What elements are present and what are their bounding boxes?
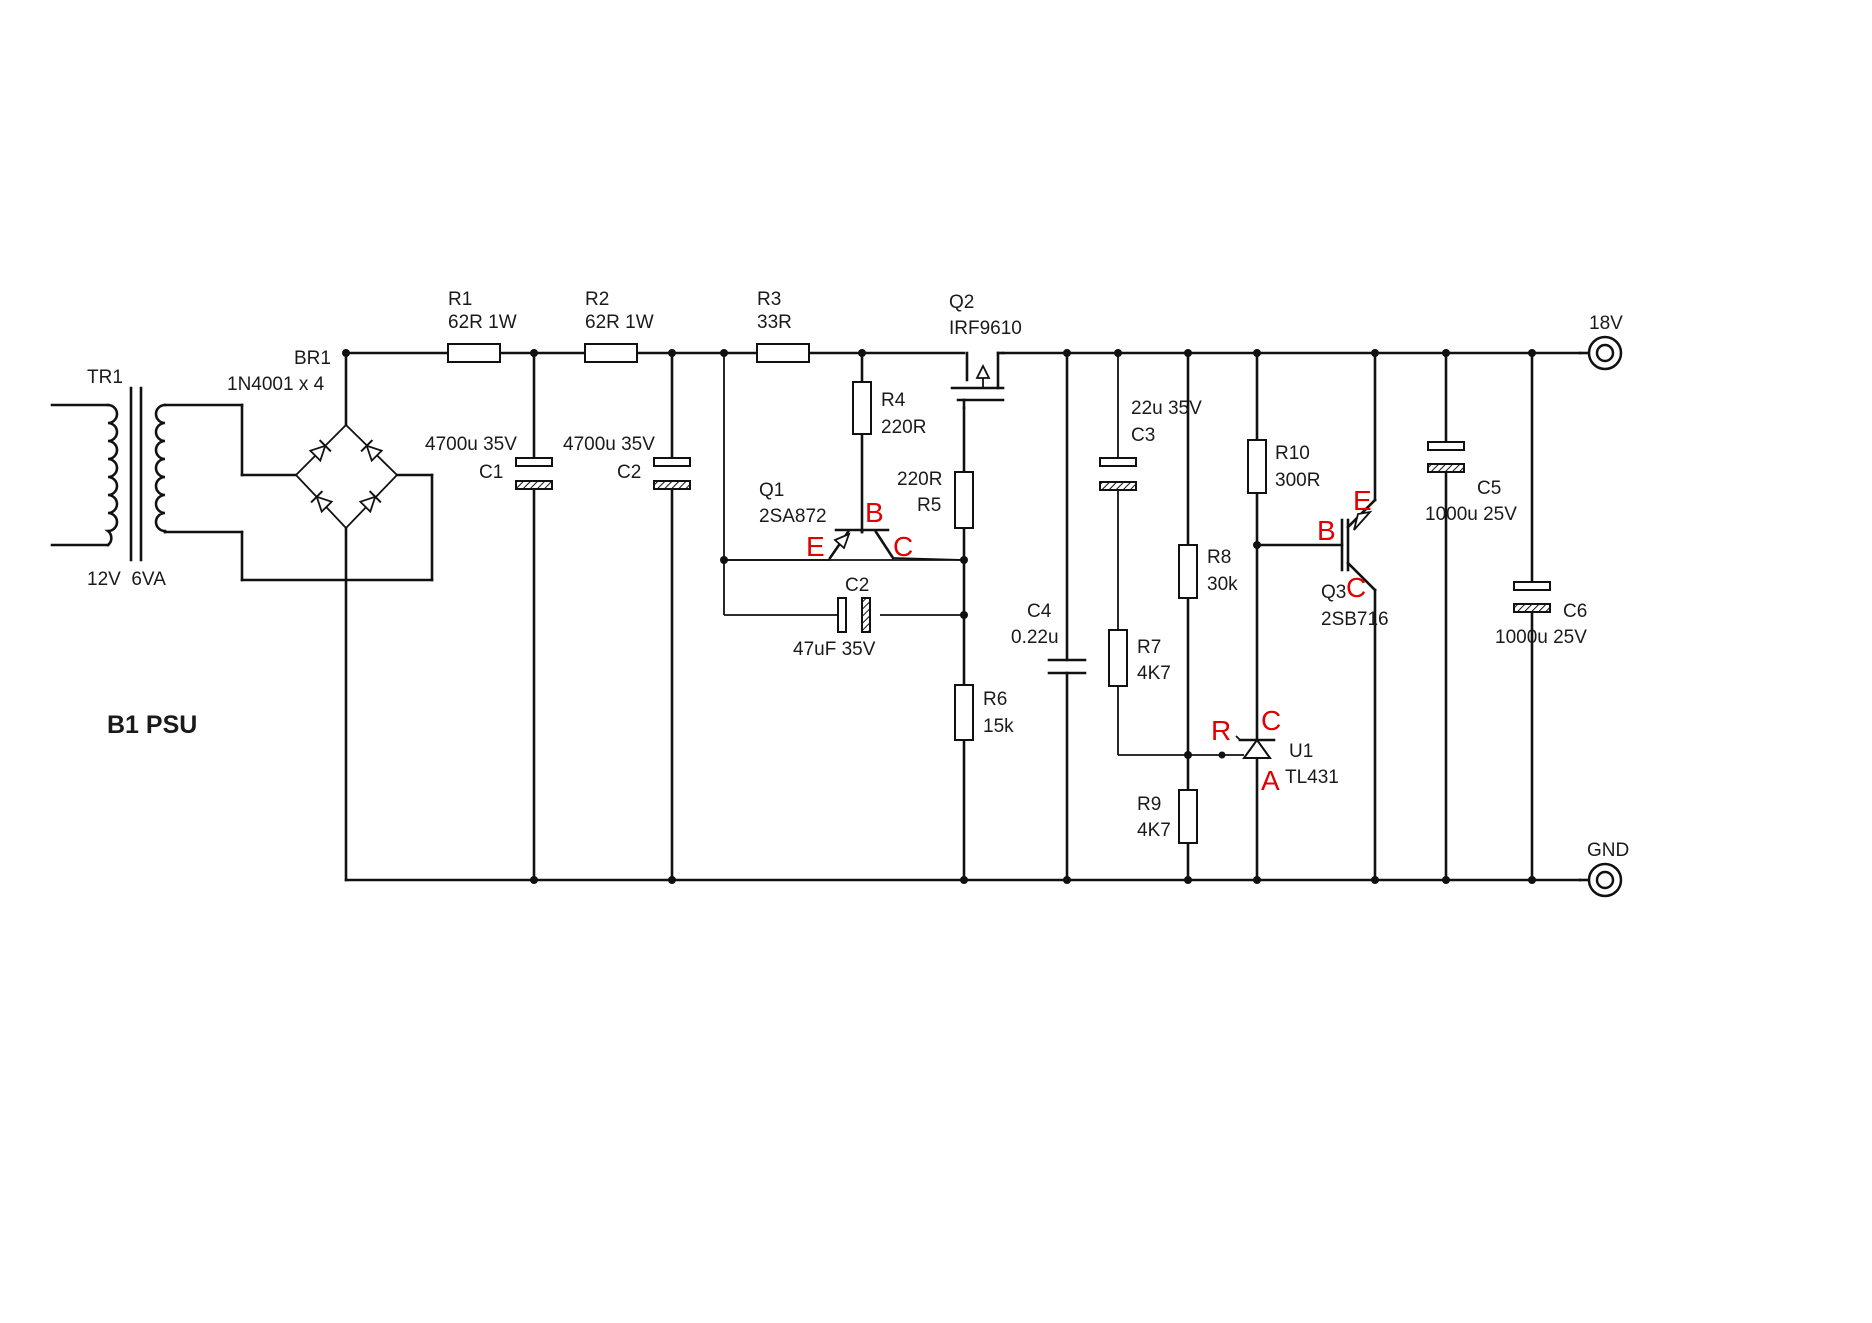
u1-pin-r: R (1211, 715, 1231, 746)
c1-ref: C1 (479, 462, 503, 483)
resistor-r8 (1178, 544, 1198, 599)
r4-value: 220R (881, 417, 926, 438)
capacitor-c1 (515, 457, 553, 490)
u1-pin-a: A (1261, 765, 1280, 796)
c1-value: 4700u 35V (425, 434, 517, 455)
resistor-r6 (954, 684, 974, 741)
r2-value: 62R 1W (585, 312, 654, 333)
resistor-r7 (1108, 629, 1128, 687)
tr1-ref: TR1 (87, 367, 123, 388)
c4-value: 0.22u (1011, 627, 1059, 648)
r9-value: 4K7 (1137, 820, 1171, 841)
tr1-value: 12V 6VA (87, 569, 166, 590)
capacitor-c2-47uf (837, 597, 871, 633)
junctions (342, 349, 1536, 884)
r1-value: 62R 1W (448, 312, 517, 333)
r6-value: 15k (983, 716, 1014, 737)
c6-ref: C6 (1563, 601, 1587, 622)
resistor-r9 (1178, 789, 1198, 844)
r8-ref: R8 (1207, 547, 1231, 568)
c2-value: 4700u 35V (563, 434, 655, 455)
terminal-gnd (1578, 862, 1623, 898)
q1-pin-b: B (865, 497, 884, 528)
resistor-r2 (584, 343, 638, 363)
br1-ref: BR1 (294, 348, 331, 369)
resistor-r5 (954, 471, 974, 529)
transistor-q2 (860, 351, 1005, 410)
c2-47uf-ref: C2 (845, 575, 869, 596)
r3-value: 33R (757, 312, 792, 333)
u1-value: TL431 (1285, 767, 1339, 788)
capacitor-c5 (1427, 441, 1465, 473)
q3-pin-c: C (1346, 572, 1366, 603)
transistor-q3 (1340, 498, 1377, 592)
r3-ref: R3 (757, 289, 781, 310)
br1-value: 1N4001 x 4 (227, 374, 325, 395)
wires (50, 351, 1582, 882)
r4-ref: R4 (881, 390, 906, 411)
capacitor-c2 (653, 457, 691, 490)
r10-ref: R10 (1275, 443, 1310, 464)
bridge-rectifier-br1 (294, 423, 399, 530)
q3-ref: Q3 (1321, 582, 1346, 603)
r8-value: 30k (1207, 574, 1238, 595)
terminal-gnd-label: GND (1587, 840, 1629, 861)
r7-ref: R7 (1137, 637, 1161, 658)
q2-value: IRF9610 (949, 318, 1022, 339)
c2-47uf-value: 47uF 35V (793, 639, 876, 660)
r1-ref: R1 (448, 289, 472, 310)
q1-ref: Q1 (759, 480, 784, 501)
terminal-18v-label: 18V (1589, 313, 1623, 334)
resistor-r1 (447, 343, 501, 363)
capacitor-c6 (1513, 581, 1551, 613)
u1-pin-c: C (1261, 705, 1281, 736)
c5-value: 1000u 25V (1425, 504, 1517, 525)
c5-ref: C5 (1477, 478, 1501, 499)
resistor-r4 (852, 381, 872, 435)
capacitor-c4 (1047, 658, 1087, 675)
r9-ref: R9 (1137, 794, 1161, 815)
resistor-r3 (756, 343, 810, 363)
r10-value: 300R (1275, 470, 1320, 491)
q3-value: 2SB716 (1321, 609, 1389, 630)
transformer-tr1 (104, 386, 167, 562)
shunt-regulator-u1 (1218, 735, 1276, 759)
c4-ref: C4 (1027, 601, 1052, 622)
c6-value: 1000u 25V (1495, 627, 1587, 648)
q1-pin-e: E (806, 531, 825, 562)
q3-pin-b: B (1317, 515, 1336, 546)
c3-value: 22u 35V (1131, 398, 1202, 419)
q1-value: 2SA872 (759, 506, 827, 527)
r2-ref: R2 (585, 289, 609, 310)
u1-ref: U1 (1289, 741, 1313, 762)
r6-ref: R6 (983, 689, 1007, 710)
resistor-r10 (1247, 439, 1267, 494)
schematic-title: B1 PSU (107, 711, 197, 739)
capacitor-c3 (1099, 457, 1137, 491)
r5-ref: R5 (917, 495, 941, 516)
q3-pin-e: E (1353, 485, 1372, 516)
q1-pin-c: C (893, 531, 913, 562)
transistor-q1 (724, 528, 965, 561)
r5-value: 220R (897, 469, 942, 490)
c2-ref: C2 (617, 462, 641, 483)
q2-ref: Q2 (949, 292, 974, 313)
c3-ref: C3 (1131, 425, 1155, 446)
r7-value: 4K7 (1137, 663, 1171, 684)
terminal-18v (1578, 335, 1623, 371)
